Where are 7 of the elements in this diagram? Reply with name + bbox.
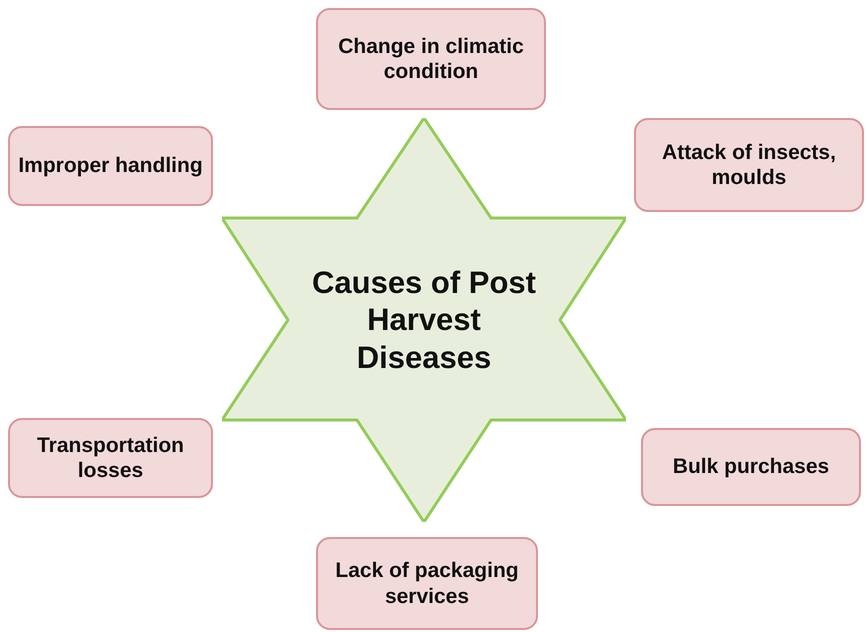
star-title: Causes of Post Harvest Diseases bbox=[311, 264, 537, 376]
cause-box: Lack of packaging services bbox=[316, 537, 538, 630]
cause-box: Transportation losses bbox=[8, 418, 213, 498]
cause-box: Change in climatic condition bbox=[316, 8, 546, 110]
cause-box: Improper handling bbox=[8, 126, 213, 206]
cause-box: Bulk purchases bbox=[641, 428, 861, 506]
cause-box: Attack of insects, moulds bbox=[634, 118, 864, 212]
